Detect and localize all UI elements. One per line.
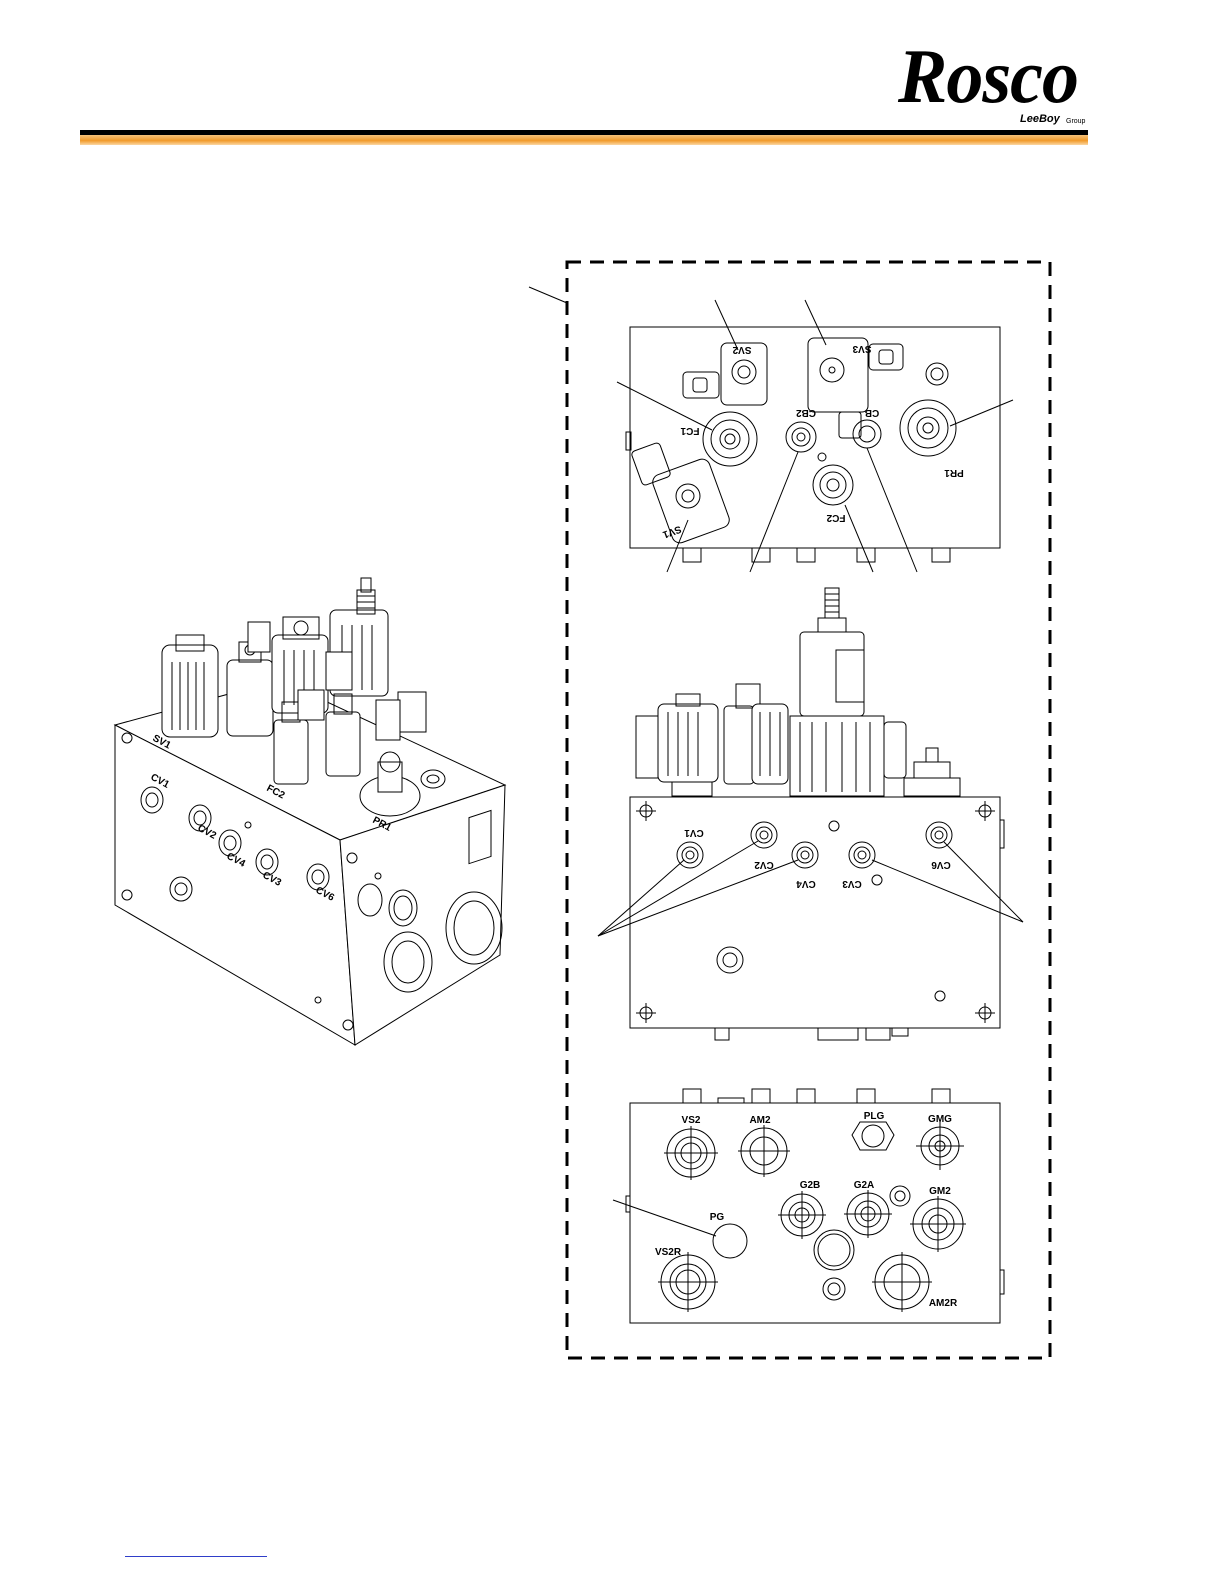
- bottom-label-pg: PG: [710, 1212, 725, 1223]
- top-label-cb: CB: [865, 407, 879, 418]
- bottom-label-am2: AM2: [749, 1115, 771, 1126]
- side-label-cv3: CV3: [842, 878, 862, 889]
- side-label-cv1: CV1: [684, 827, 704, 838]
- top-label-cb2: CB2: [796, 407, 816, 418]
- side-label-cv4: CV4: [796, 878, 816, 889]
- bottom-label-vs2r: VS2R: [655, 1247, 682, 1258]
- bottom-label-gmg: GMG: [928, 1114, 952, 1125]
- top-label-sv3: SV3: [852, 343, 871, 354]
- top-label-sv2: SV2: [732, 344, 751, 355]
- top-label-pr1: PR1: [944, 467, 964, 478]
- bottom-label-g2a: G2A: [854, 1180, 875, 1191]
- bottom-label-g2b: G2B: [800, 1180, 821, 1191]
- bottom-label-gm2: GM2: [929, 1186, 951, 1197]
- bottom-label-am2r: AM2R: [929, 1298, 958, 1309]
- side-label-cv6: CV6: [931, 859, 951, 870]
- top-label-fc2: FC2: [826, 512, 845, 523]
- side-label-cv2: CV2: [754, 859, 774, 870]
- side-view: [598, 588, 1023, 1040]
- bottom-label-vs2: VS2: [682, 1115, 701, 1126]
- top-label-fc1: FC1: [680, 425, 699, 436]
- footer-link-underline[interactable]: [125, 1556, 267, 1557]
- isometric-manifold-view: [115, 578, 505, 1045]
- frame-callout-leader: [529, 287, 567, 303]
- bottom-label-plg: PLG: [864, 1111, 885, 1122]
